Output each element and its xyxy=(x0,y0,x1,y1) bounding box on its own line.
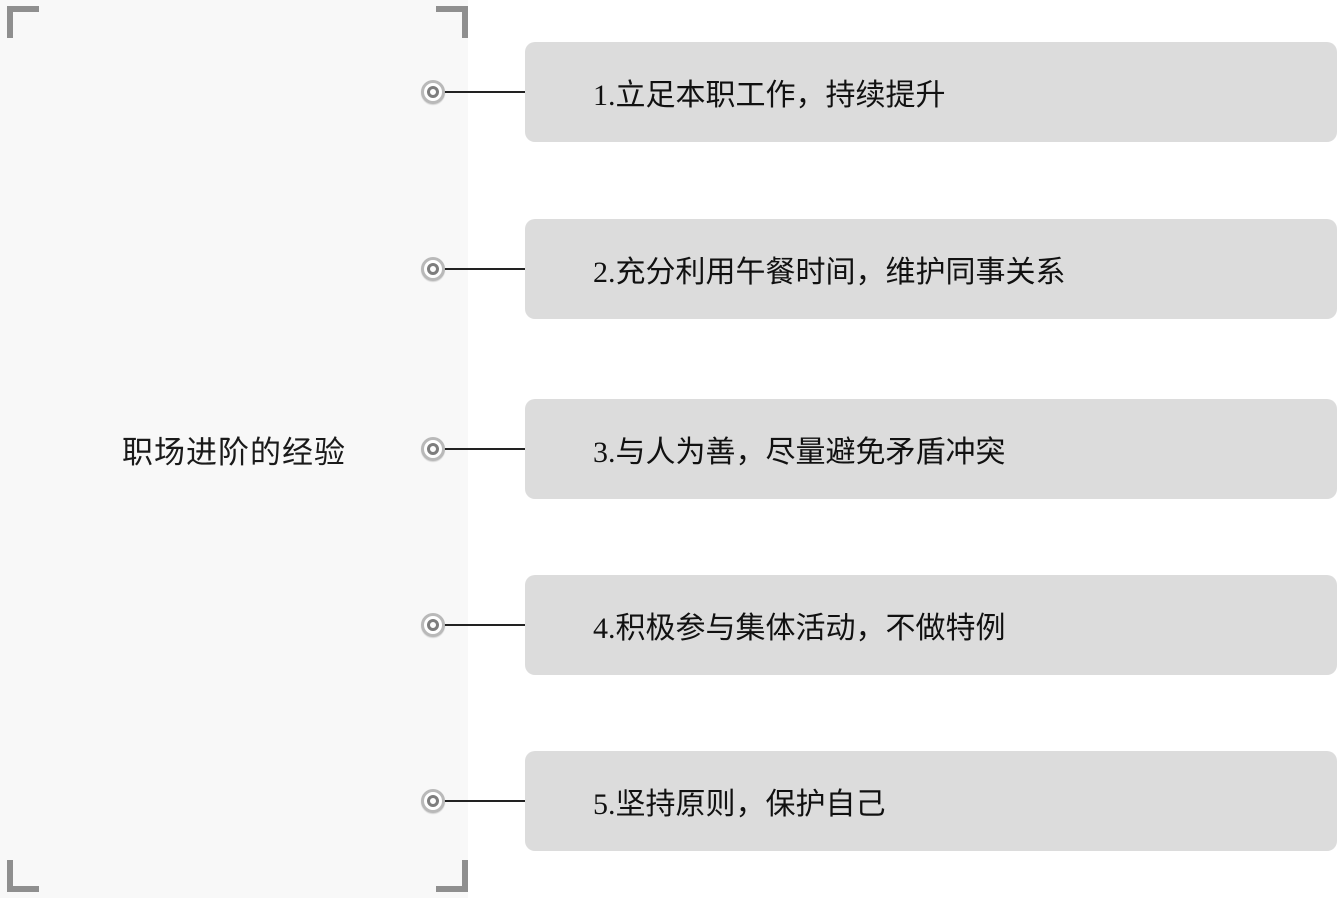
item-box: 2.充分利用午餐时间，维护同事关系 xyxy=(525,219,1337,319)
item-label: 3.与人为善，尽量避免矛盾冲突 xyxy=(593,436,1006,469)
connector-line xyxy=(432,91,542,93)
list-item: 3.与人为善，尽量避免矛盾冲突 xyxy=(0,399,1337,499)
connector-line xyxy=(432,800,542,802)
connector-line xyxy=(432,448,542,450)
connector-dot-left-icon xyxy=(421,613,445,637)
item-label: 2.充分利用午餐时间，维护同事关系 xyxy=(593,256,1066,289)
list-item: 5.坚持原则，保护自己 xyxy=(0,751,1337,851)
item-box: 1.立足本职工作，持续提升 xyxy=(525,42,1337,142)
item-box: 5.坚持原则，保护自己 xyxy=(525,751,1337,851)
connector-line xyxy=(432,624,542,626)
left-panel xyxy=(0,0,468,898)
connector-dot-left-icon xyxy=(421,80,445,104)
corner-bracket-bottom-left-icon xyxy=(7,860,39,892)
connector-dot-left-icon xyxy=(421,437,445,461)
corner-bracket-top-left-icon xyxy=(7,6,39,38)
item-label: 1.立足本职工作，持续提升 xyxy=(593,79,946,112)
connector-line xyxy=(432,268,542,270)
item-box: 4.积极参与集体活动，不做特例 xyxy=(525,575,1337,675)
item-box: 3.与人为善，尽量避免矛盾冲突 xyxy=(525,399,1337,499)
item-label: 5.坚持原则，保护自己 xyxy=(593,788,886,821)
connector-dot-left-icon xyxy=(421,257,445,281)
list-item: 1.立足本职工作，持续提升 xyxy=(0,42,1337,142)
connector-dot-left-icon xyxy=(421,789,445,813)
corner-bracket-bottom-right-icon xyxy=(436,860,468,892)
corner-bracket-top-right-icon xyxy=(436,6,468,38)
item-label: 4.积极参与集体活动，不做特例 xyxy=(593,612,1006,645)
list-item: 2.充分利用午餐时间，维护同事关系 xyxy=(0,219,1337,319)
list-item: 4.积极参与集体活动，不做特例 xyxy=(0,575,1337,675)
